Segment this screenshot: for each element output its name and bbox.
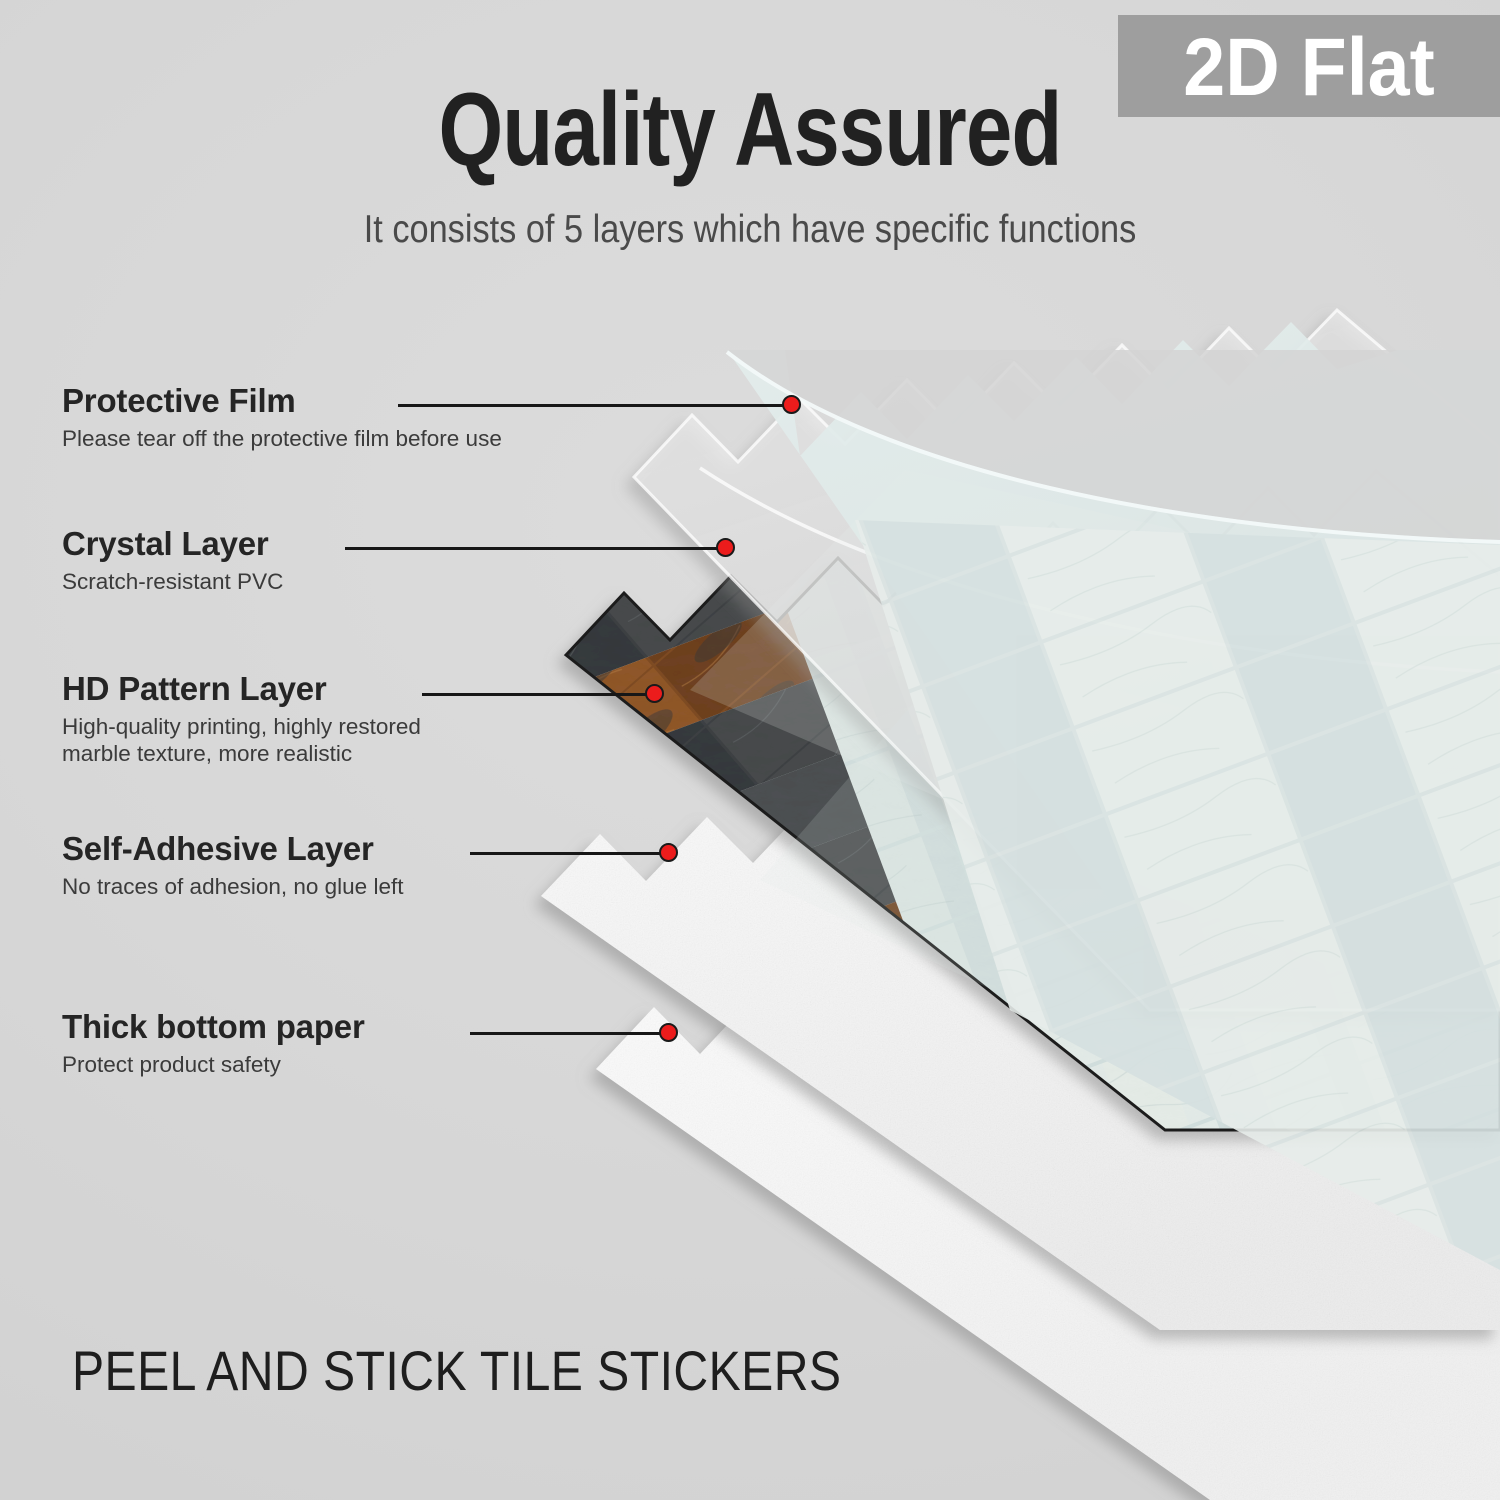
- callout-self-adhesive-layer: Self-Adhesive Layer No traces of adhesio…: [62, 830, 403, 900]
- callout-crystal-layer: Crystal Layer Scratch-resistant PVC: [62, 525, 283, 595]
- callout-protective-film: Protective Film Please tear off the prot…: [62, 382, 502, 452]
- leader-line-hd-pattern-layer: [422, 693, 654, 696]
- callout-desc-line: No traces of adhesion, no glue left: [62, 874, 404, 899]
- page-subtitle: It consists of 5 layers which have speci…: [363, 208, 1137, 251]
- callout-thick-bottom-paper: Thick bottom paper Protect product safet…: [62, 1008, 365, 1078]
- callout-desc-line: Scratch-resistant PVC: [62, 569, 284, 594]
- leader-line-protective-film: [398, 404, 790, 407]
- callout-desc-line: marble texture, more realistic: [62, 741, 353, 767]
- badge-label: 2D Flat: [1183, 22, 1435, 113]
- marker-dot-hd-pattern-layer: [645, 684, 664, 703]
- callout-desc-line: Protect product safety: [62, 1052, 281, 1077]
- marker-dot-crystal-layer: [716, 538, 735, 557]
- callout-title: Crystal Layer: [62, 525, 269, 562]
- callout-desc-line: High-quality printing, highly restored: [62, 714, 421, 739]
- marker-dot-self-adhesive-layer: [659, 843, 678, 862]
- callout-title: HD Pattern Layer: [62, 670, 327, 707]
- leader-line-thick-bottom-paper: [470, 1032, 668, 1035]
- callout-title: Protective Film: [62, 382, 296, 419]
- callout-title: Self-Adhesive Layer: [62, 830, 374, 867]
- leader-line-self-adhesive-layer: [470, 852, 668, 855]
- callout-hd-pattern-layer: HD Pattern Layer High-quality printing, …: [62, 670, 421, 768]
- page-title: Quality Assured: [438, 72, 1063, 188]
- callout-title: Thick bottom paper: [62, 1008, 365, 1045]
- callout-desc-line: Please tear off the protective film befo…: [62, 426, 502, 451]
- marker-dot-thick-bottom-paper: [659, 1023, 678, 1042]
- leader-line-crystal-layer: [345, 547, 725, 550]
- badge-2d-flat: 2D Flat: [1118, 15, 1500, 117]
- marker-dot-protective-film: [782, 395, 801, 414]
- footer-text: PEEL AND STICK TILE STICKERS: [72, 1339, 842, 1402]
